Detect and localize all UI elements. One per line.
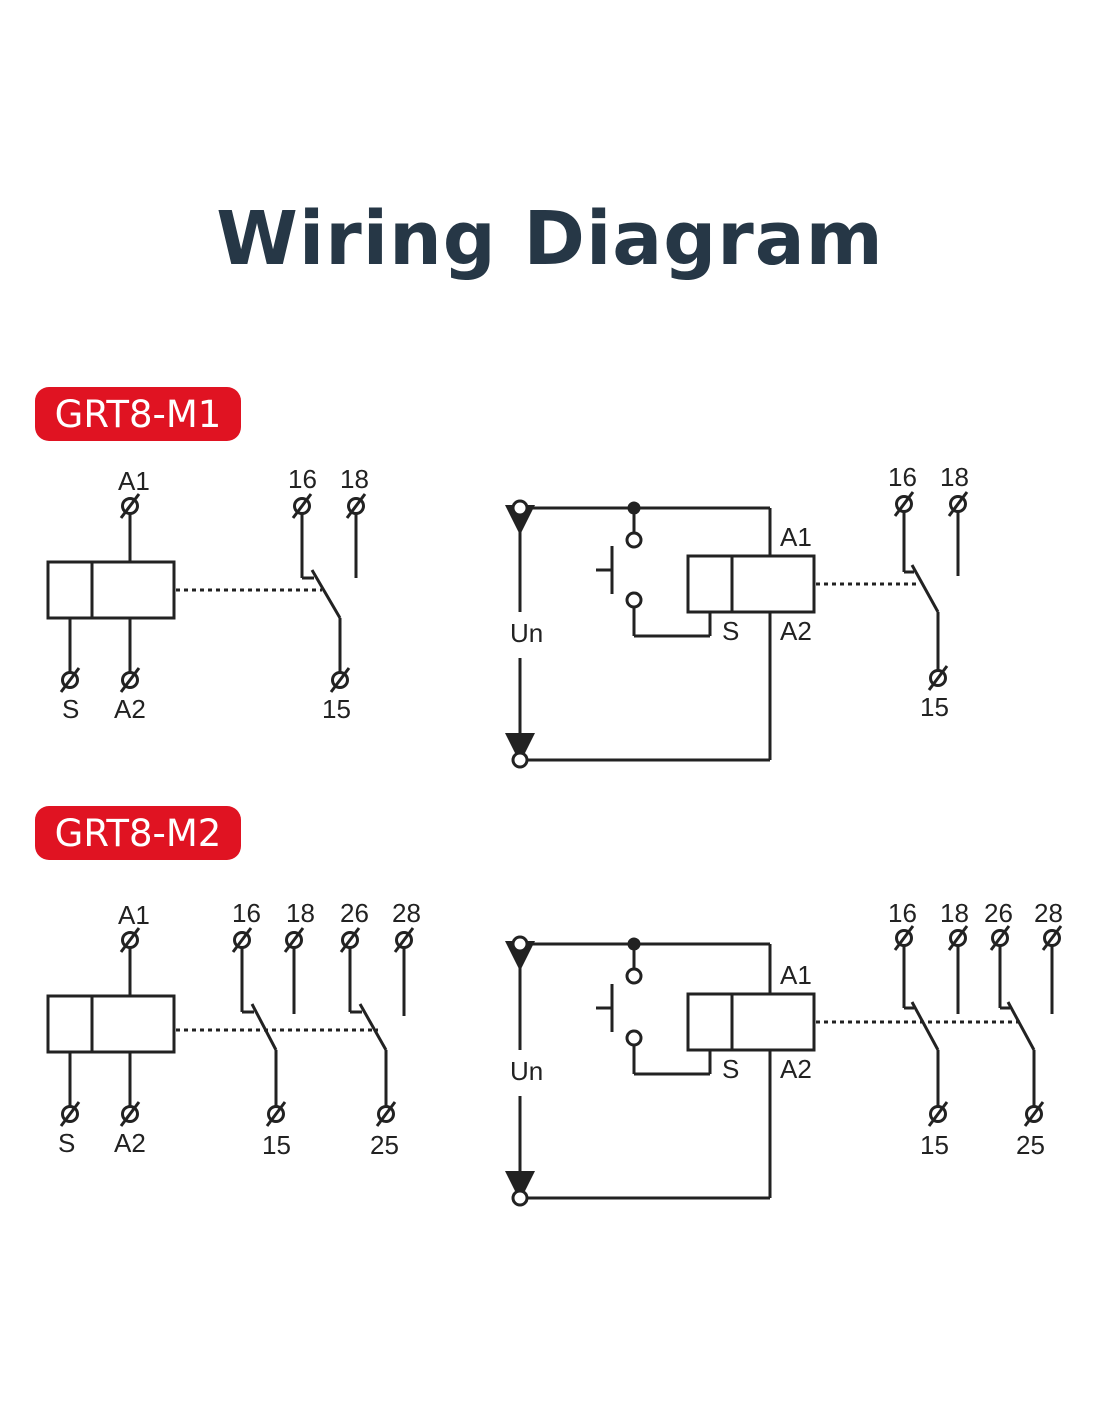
label-a2: A2 (114, 694, 146, 724)
relay-coil-box (686, 992, 816, 1052)
switch-contact-top (625, 967, 643, 985)
label-26: 26 (984, 898, 1013, 928)
terminal-16 (893, 490, 915, 518)
terminal-16 (291, 492, 313, 520)
terminal-s (59, 1100, 81, 1128)
junction-dot (627, 937, 641, 951)
relay-coil-box (46, 560, 176, 620)
terminal-28 (1041, 924, 1063, 952)
terminal-16 (893, 924, 915, 952)
terminal-25 (375, 1100, 397, 1128)
terminal-28 (393, 926, 415, 954)
terminal-un-top (511, 499, 529, 517)
terminal-a2 (119, 1100, 141, 1128)
label-28: 28 (1034, 898, 1063, 928)
label-15: 15 (262, 1130, 291, 1160)
label-a2: A2 (114, 1128, 146, 1158)
label-25: 25 (370, 1130, 399, 1160)
grt8-m2-wiring-circuit (505, 924, 1063, 1207)
label-16: 16 (288, 464, 317, 494)
grt8-m1-relay-schematic (46, 492, 367, 694)
label-s: S (58, 1128, 75, 1158)
label-a2: A2 (780, 1054, 812, 1084)
label-26: 26 (340, 898, 369, 928)
terminal-18 (947, 490, 969, 518)
terminal-18 (947, 924, 969, 952)
terminal-s (59, 666, 81, 694)
label-16: 16 (232, 898, 261, 928)
label-a1: A1 (118, 900, 150, 930)
terminal-a2 (119, 666, 141, 694)
label-15: 15 (920, 692, 949, 722)
label-16: 16 (888, 898, 917, 928)
label-28: 28 (392, 898, 421, 928)
label-25: 25 (1016, 1130, 1045, 1160)
terminal-a1 (119, 926, 141, 954)
terminal-26 (339, 926, 361, 954)
label-a1: A1 (780, 522, 812, 552)
terminal-a1 (119, 492, 141, 520)
terminal-15 (927, 1100, 949, 1128)
label-a1: A1 (118, 466, 150, 496)
model-badge-grt8-m1: GRT8-M1 (35, 387, 241, 441)
terminal-25 (1023, 1100, 1045, 1128)
label-16: 16 (888, 462, 917, 492)
terminal-26 (989, 924, 1011, 952)
label-a2: A2 (780, 616, 812, 646)
label-s: S (62, 694, 79, 724)
page-title: Wiring Diagram (216, 196, 884, 282)
label-un: Un (510, 618, 543, 648)
terminal-15 (927, 664, 949, 692)
label-s: S (722, 616, 739, 646)
label-18: 18 (940, 462, 969, 492)
label-15: 15 (920, 1130, 949, 1160)
terminal-15 (329, 666, 351, 694)
label-a1: A1 (780, 960, 812, 990)
terminal-16 (231, 926, 253, 954)
grt8-m2-relay-schematic (46, 926, 415, 1128)
model-badge-grt8-m2: GRT8-M2 (35, 806, 241, 860)
terminal-un-bottom (511, 751, 529, 769)
switch-contact-top (625, 531, 643, 549)
label-18: 18 (940, 898, 969, 928)
label-18: 18 (286, 898, 315, 928)
switch-contact-bottom (625, 1029, 643, 1047)
relay-coil-box (46, 994, 176, 1054)
junction-dot (627, 501, 641, 515)
terminal-un-bottom (511, 1189, 529, 1207)
terminal-un-top (511, 935, 529, 953)
terminal-18 (283, 926, 305, 954)
switch-contact-bottom (625, 591, 643, 609)
terminal-15 (265, 1100, 287, 1128)
relay-coil-box (686, 554, 816, 614)
label-un: Un (510, 1056, 543, 1086)
terminal-18 (345, 492, 367, 520)
label-s: S (722, 1054, 739, 1084)
grt8-m1-wiring-circuit (505, 490, 969, 769)
label-18: 18 (340, 464, 369, 494)
label-15: 15 (322, 694, 351, 724)
